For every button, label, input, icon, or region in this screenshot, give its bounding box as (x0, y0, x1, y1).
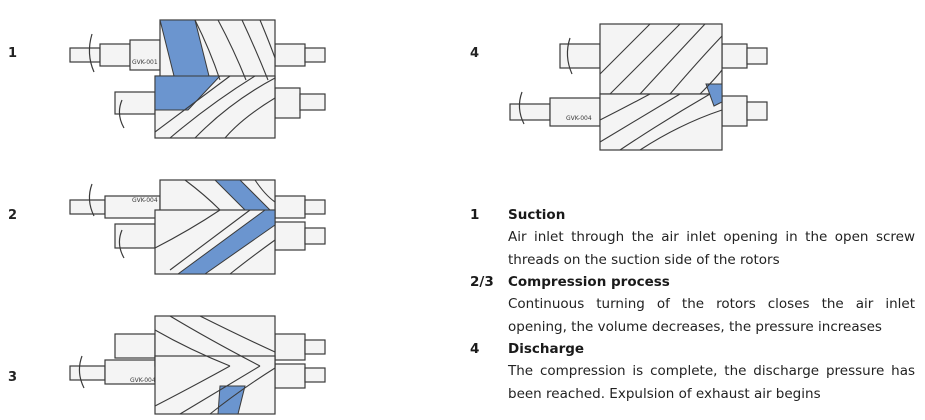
shaft (69, 47, 101, 63)
legend-title: Discharge (508, 341, 585, 357)
legend-number: 1 (470, 207, 480, 223)
rotor-label: GVK-004 (132, 197, 158, 204)
stage-number-3: 3 (8, 370, 18, 385)
legend-description: Continuous turning of the rotors closes … (508, 296, 915, 335)
legend-title: Compression process (508, 274, 670, 290)
screw-rotor-diagram-stage-1: GVK-001 (60, 14, 340, 144)
rotor-label: GVK-004 (130, 377, 156, 384)
shaft-collar (99, 43, 131, 67)
legend-item-discharge: 4 Discharge The compression is complete,… (470, 338, 915, 405)
legend-description: The compression is complete, the dischar… (508, 363, 915, 402)
stage-number-1: 1 (8, 46, 18, 61)
legend-item-suction: 1 Suction Air inlet through the air inle… (470, 204, 915, 271)
legend-title: Suction (508, 207, 566, 223)
screw-rotor-diagram-stage-2: GVK-004 (60, 170, 340, 280)
process-legend: 1 Suction Air inlet through the air inle… (470, 204, 915, 405)
rotor-label: GVK-001 (132, 59, 158, 66)
stage-number-2: 2 (8, 208, 18, 223)
screw-rotor-diagram-stage-4: GVK-004 (500, 14, 780, 154)
legend-item-compression: 2/3 Compression process Continuous turni… (470, 271, 915, 338)
stage-number-4: 4 (470, 46, 480, 61)
screw-rotor-diagram-stage-3: GVK-004 (60, 310, 340, 420)
legend-number: 2/3 (470, 274, 494, 290)
rotor-label: GVK-004 (566, 115, 592, 122)
legend-description: Air inlet through the air inlet opening … (508, 229, 915, 268)
legend-number: 4 (470, 341, 480, 357)
